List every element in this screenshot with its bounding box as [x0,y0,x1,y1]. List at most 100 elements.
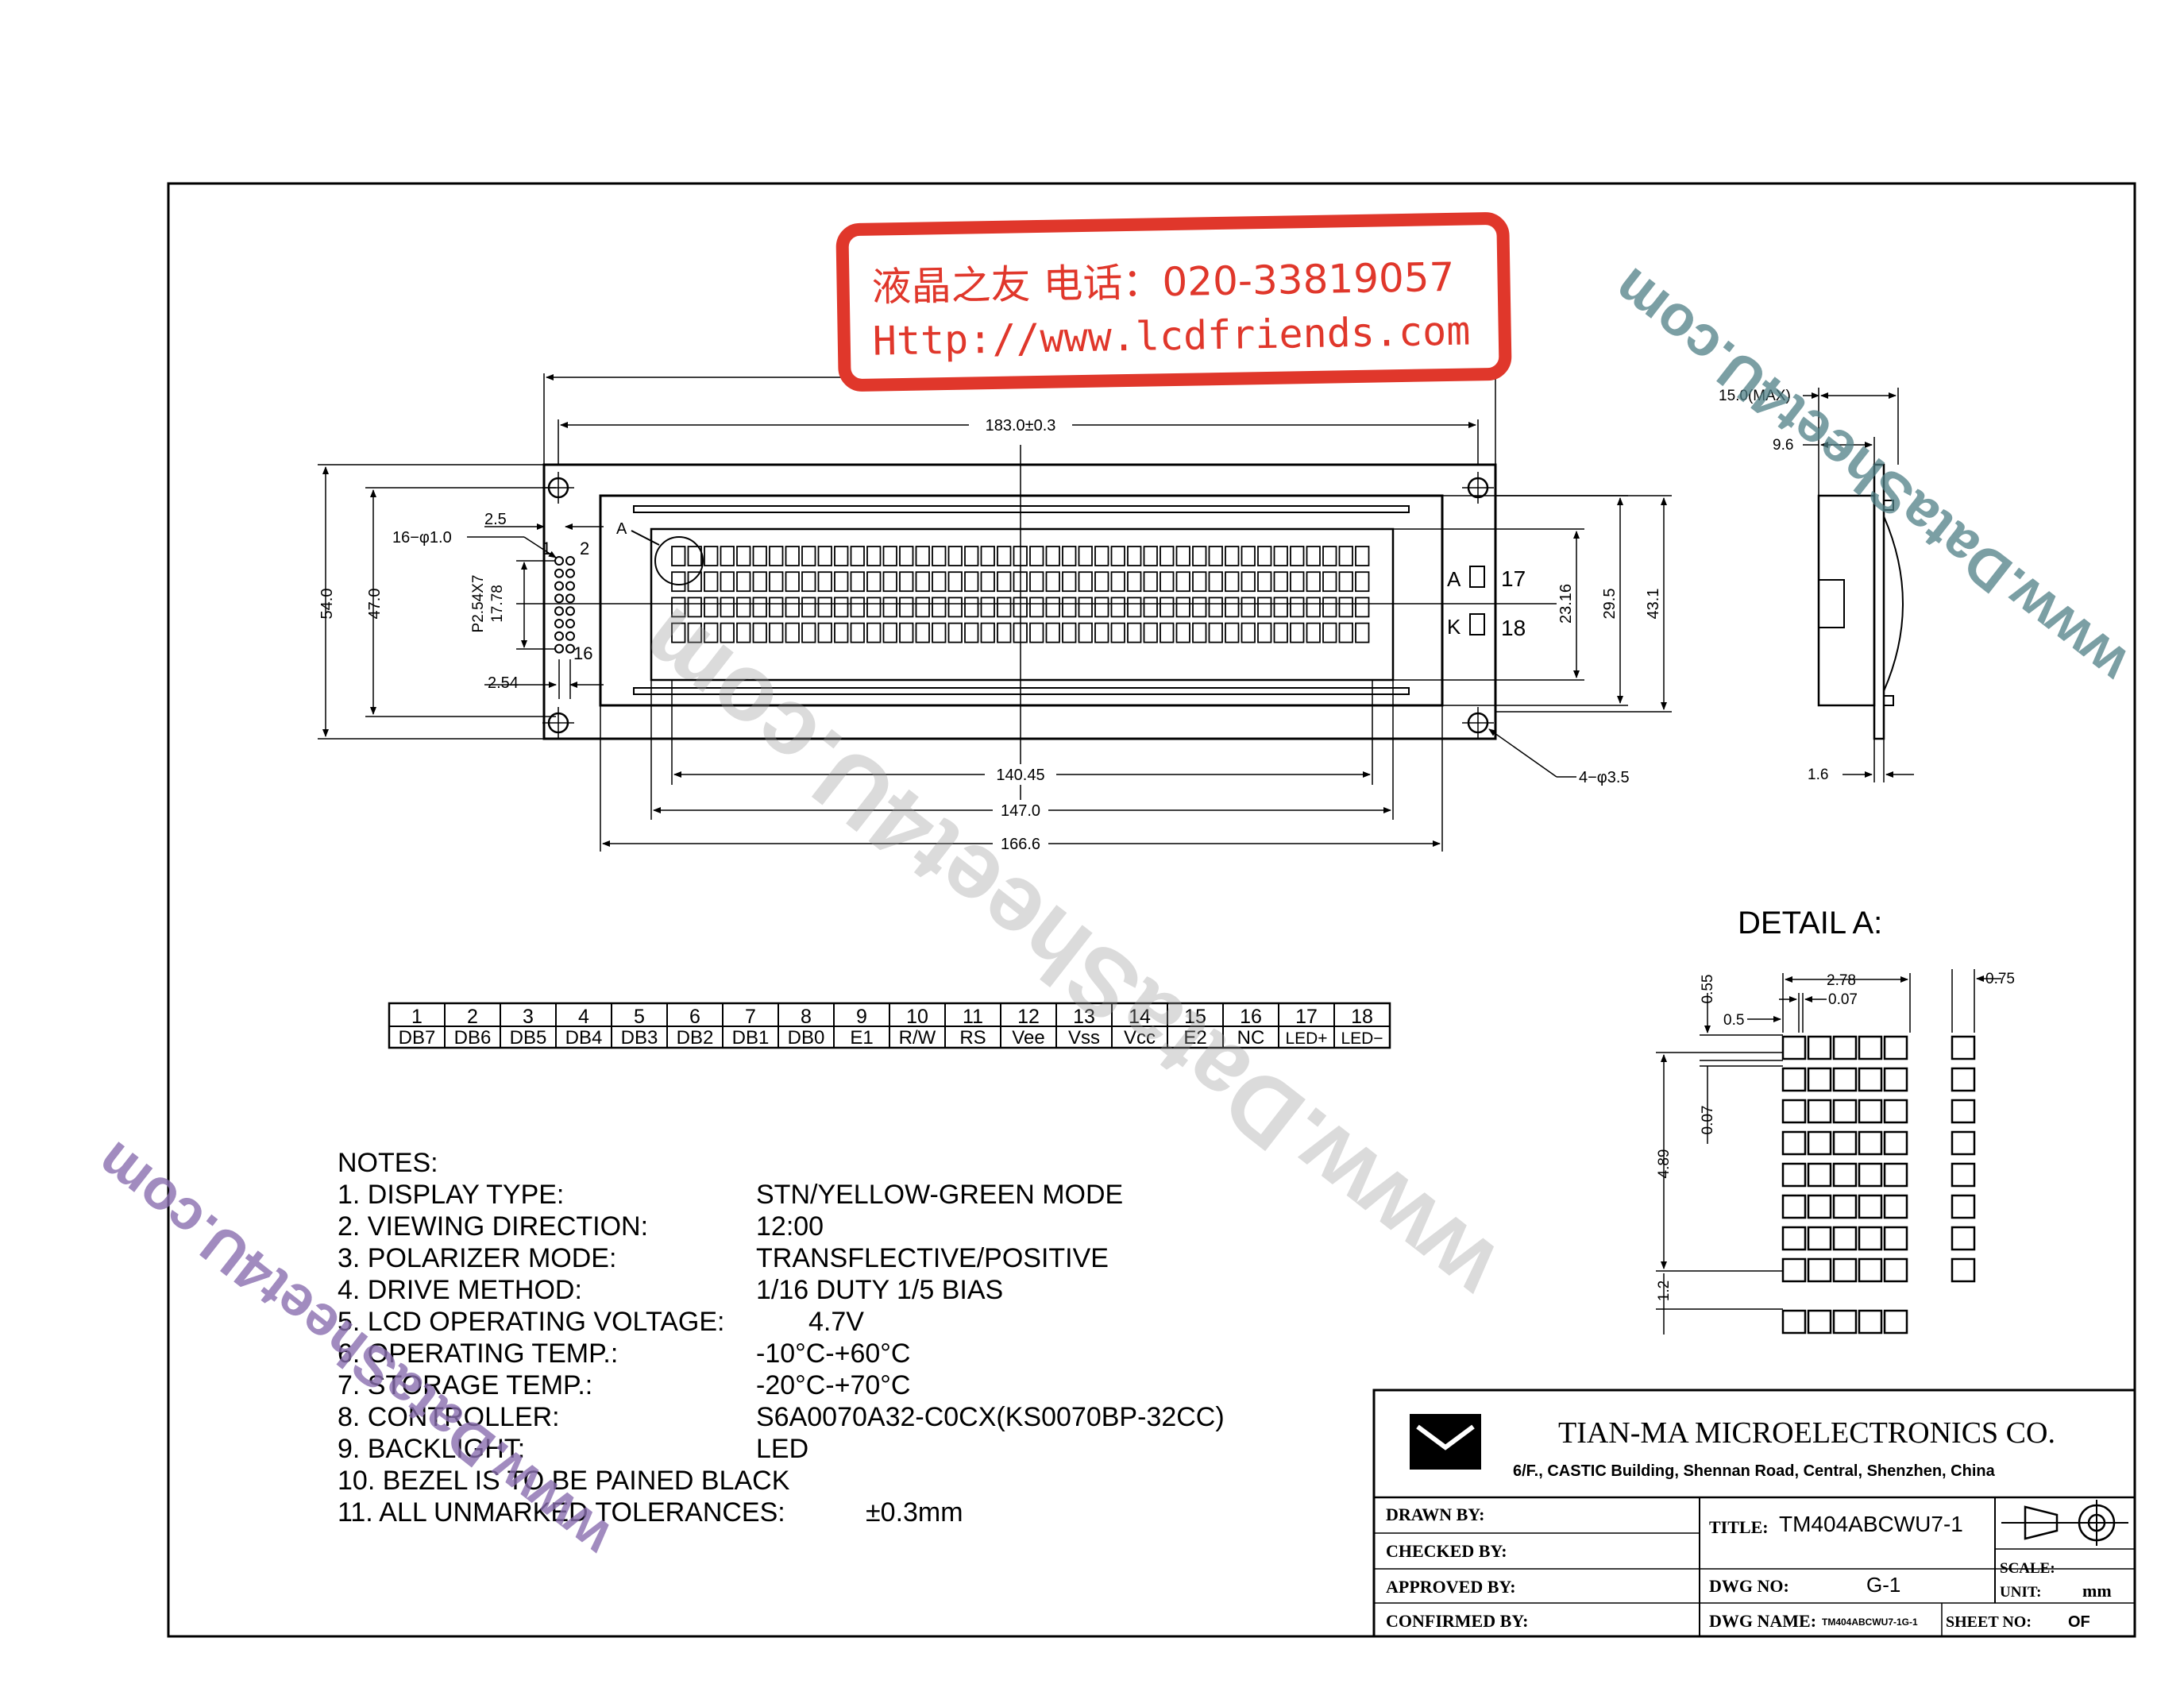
pin-hole [554,593,564,604]
dim-active-area-w: 140.45 [996,767,1044,784]
pin-number: 10 [906,1006,928,1028]
char-cell [1322,546,1337,566]
char-cell [1225,597,1240,618]
char-cell [1306,597,1321,618]
pin-signal: DB6 [454,1027,492,1049]
dim-pcb: 1.6 [1808,767,1828,783]
detail-dot [1781,1162,1807,1188]
dim-view-area-w: 147.0 [1001,802,1040,820]
detail-dot [1781,1194,1807,1219]
pin-hole [565,556,575,566]
pin-hole [565,568,575,578]
char-cell [866,571,882,593]
pin-number: 6 [689,1006,700,1028]
dim-label-bg [985,764,1056,785]
pin-number: 17 [1295,1006,1318,1028]
char-cell [980,597,995,618]
side-pin-top [1883,500,1894,511]
detail-dot [1807,1194,1832,1219]
char-cell [1257,546,1272,566]
note-value: ±0.3mm [866,1497,963,1528]
company-logo [1410,1414,1481,1470]
char-cell [980,622,995,643]
detail-dot [1832,1035,1858,1060]
detail-a: DETAIL A: 2.78 0.07 0.5 0.55 0.07 4.89 1… [1656,906,2015,1335]
dim-mount-holes: 4−φ3.5 [1579,769,1630,786]
char-cell [850,622,865,643]
detail-dot-extra [1951,1194,1976,1219]
char-cell [1175,597,1190,618]
title-block-frame [1372,1389,2136,1638]
char-cell [932,546,947,566]
char-cell [1175,571,1190,593]
char-cell [1225,622,1240,643]
dim-pin-span: 17.78 [489,585,506,623]
char-cell [947,597,963,618]
char-cell [1273,546,1288,566]
dim-dot-gap: 0.07 [1828,991,1858,1008]
note-label: 11. ALL UNMARKED TOLERANCES: [338,1497,785,1528]
char-cell [1192,546,1207,566]
char-cell [736,622,751,643]
char-cell [866,622,882,643]
char-cell [785,546,800,566]
leader-mount [1488,728,1557,778]
pin-hole [565,606,575,616]
detail-dot [1883,1067,1908,1092]
char-cell [801,597,816,618]
char-cell [997,546,1012,566]
char-cell [671,597,686,618]
dim-label-bg [993,833,1048,854]
side-view: 15.0(MAX) 9.6 1.6 [1719,388,1914,783]
pin1-label: 1 [542,539,551,558]
detail-dot [1883,1130,1908,1156]
char-cell [997,597,1012,618]
pin-hole [554,606,564,616]
detail-dot [1858,1035,1883,1060]
char-cell [687,571,702,593]
char-cell [915,546,930,566]
pin-hole [554,581,564,591]
detail-dot [1858,1162,1883,1188]
char-cell [1062,571,1077,593]
char-cell [1192,571,1207,593]
pin-number: 2 [467,1006,478,1028]
note-label: 10. BEZEL IS TO BE PAINED BLACK [338,1466,790,1496]
char-cell [752,546,767,566]
dim-label-bg [993,800,1048,821]
char-cell [915,597,930,618]
char-cell [1045,546,1060,566]
char-cell [1355,622,1370,643]
char-cell [1110,597,1125,618]
char-cell [899,546,914,566]
detail-dot [1807,1162,1832,1188]
red-stamp: 液晶之友 电话：020-33819057 Http://www.lcdfrien… [835,212,1512,392]
note-value: 4.7V [808,1307,864,1337]
detail-dot [1781,1099,1807,1124]
char-cell [1160,571,1175,593]
detail-dot [1883,1035,1908,1060]
note-label: 7. STORAGE TEMP.: [338,1370,592,1400]
pin-signal: DB4 [565,1027,603,1049]
dim-bezel-w: 166.6 [1001,836,1040,853]
char-cell [687,597,702,618]
dim-label-bg [969,413,1072,435]
dim-max-thickness: 15.0(MAX) [1719,388,1791,404]
dim-pin-holes: 16−φ1.0 [392,529,452,547]
dim-char-w: 2.78 [1827,972,1856,989]
pin-signal: Vcc [1124,1027,1156,1049]
dwg-name-value: TM404ABCWU7-1G-1 [1822,1617,1918,1628]
detail-dot [1832,1226,1858,1251]
char-cell [817,622,832,643]
char-cell [882,622,897,643]
char-cell [1029,546,1044,566]
char-cell [850,571,865,593]
char-cell [947,571,963,593]
detail-dot [1832,1099,1858,1124]
pin-hole [554,619,564,628]
char-cell [720,597,735,618]
detail-dot [1858,1099,1883,1124]
bezel-rail-top [633,505,1410,513]
char-cell [1175,622,1190,643]
dim-dot-gap-v: 0.07 [1700,1106,1716,1135]
